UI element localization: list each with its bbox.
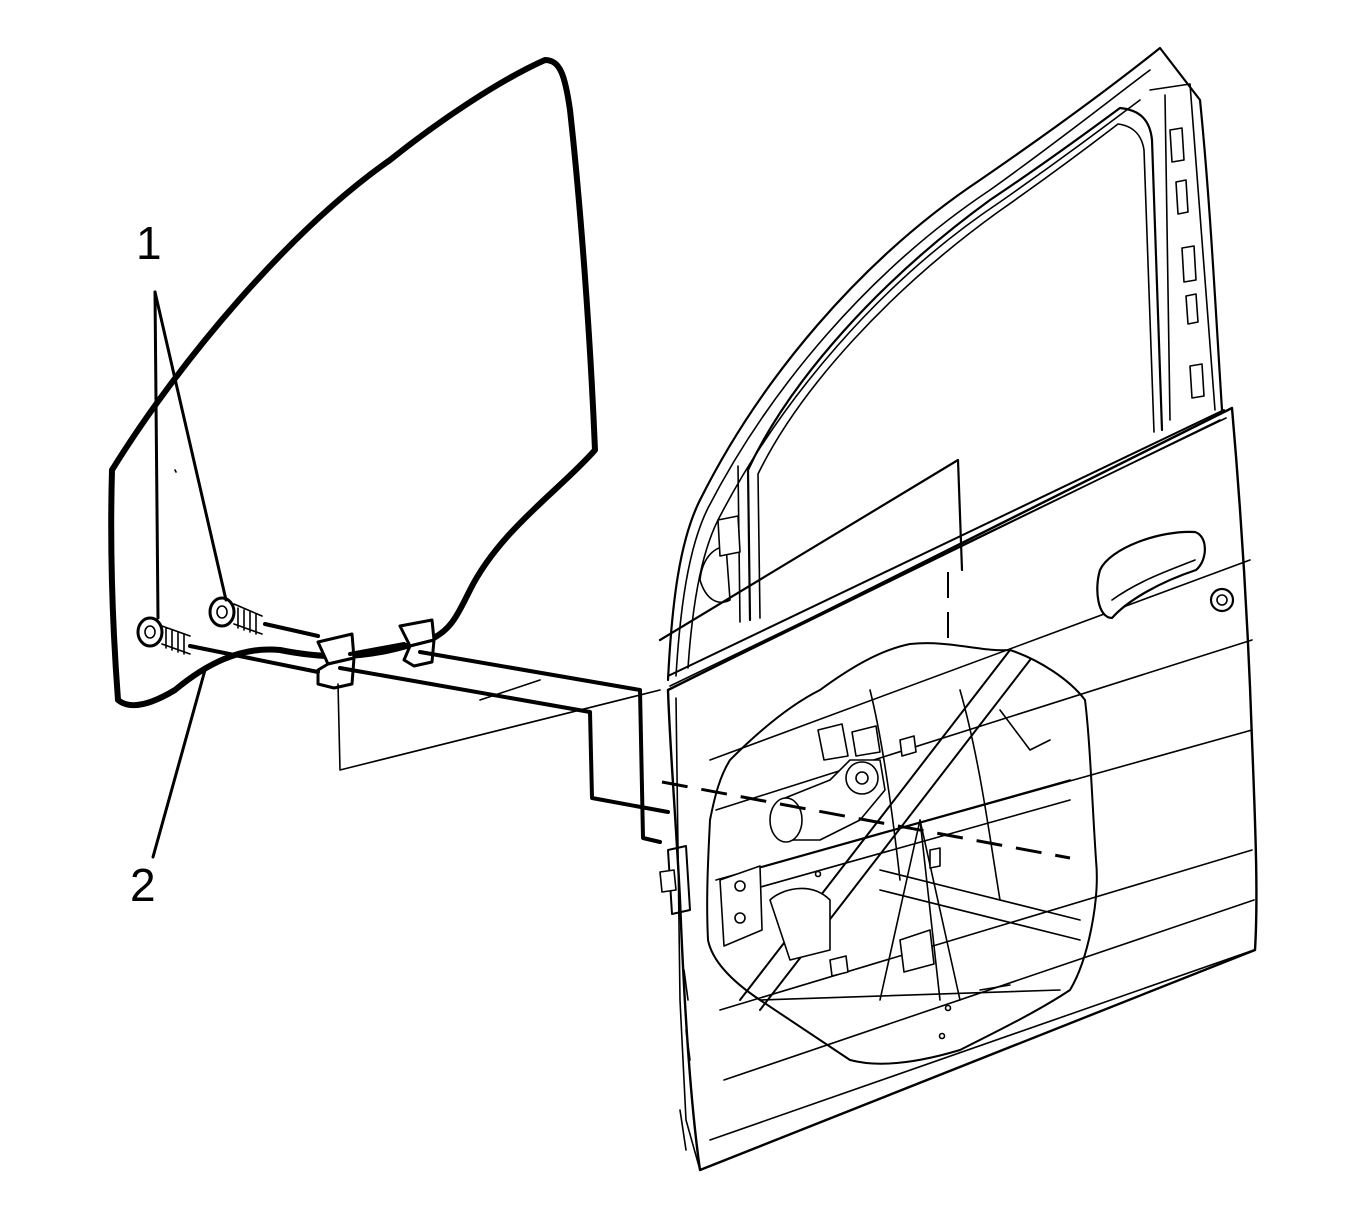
alignment-lines <box>188 622 670 844</box>
glass-bolt-rear <box>208 596 263 635</box>
door-cutaway <box>706 642 1098 1065</box>
glass-mark <box>174 469 177 473</box>
callout-1: 1 <box>136 217 162 269</box>
door-frame <box>666 46 1224 682</box>
callout-2-leader <box>151 668 207 859</box>
glass-clip-front <box>316 632 356 690</box>
callout-1-leaders <box>153 290 228 620</box>
callout-2: 2 <box>130 859 156 911</box>
glass-bolt-front <box>136 616 191 655</box>
window-regulator-motor <box>769 723 886 843</box>
dashed-alignment-line <box>661 780 1071 860</box>
door-hinge <box>659 845 691 1151</box>
window-glass <box>108 57 598 709</box>
